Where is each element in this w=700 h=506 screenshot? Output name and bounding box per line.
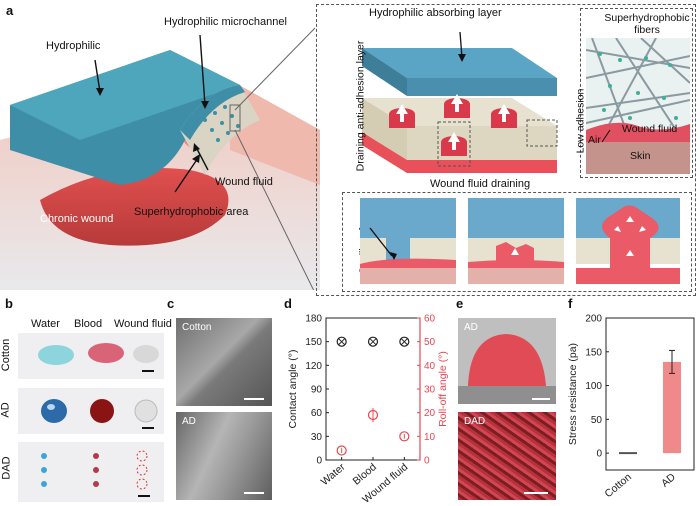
y-axis-label: Contact angle (°) [287,350,299,429]
cotton-droplets [38,343,159,372]
plot-frame [325,317,421,461]
sem-dad: DAD [458,412,556,500]
roll-off-point [336,445,347,456]
y2-tick-label: 50 [424,337,436,348]
label-hydrophilic: Hydrophilic [46,40,101,52]
scale-bar [244,492,264,494]
y-tick-label: 150 [585,347,602,358]
bar-ad [663,361,681,454]
label-fibers: Superhydrophobic fibers [604,12,690,36]
row-dad: DAD [0,456,13,480]
label-draining-layer: Draining anti-adhesion layer [354,40,367,172]
red-droplet [458,334,556,404]
y-tick-label: 90 [311,385,323,396]
sem-cotton-label: Cotton [182,322,212,333]
label-chronic-wound: Chronic wound [40,213,114,225]
y2-tick-label: 20 [424,408,436,419]
point-cross [369,338,377,346]
scale-bar [244,398,264,400]
chronic-wound-area [40,168,229,246]
sem-ad-droplet-label: AD [464,322,478,333]
col-wound-fluid: Wound fluid [114,318,172,330]
y2-tick-label: 40 [424,361,436,372]
draining-sequence-box [342,192,692,292]
bar-cotton [619,452,637,455]
layer-zoom-box [316,4,696,296]
y-tick-label: 180 [305,314,322,325]
panel-d-letter: d [284,296,292,311]
panel-a-letter: a [6,3,14,18]
y-axis-label: Stress resistance (pa) [567,343,579,445]
contact-angle-point [367,336,379,347]
panel-e-letter: e [456,296,464,311]
label-superhydrophobic-area: Superhydrophobic area [134,206,249,218]
label-absorbing-layer: Hydrophilic absorbing layer [369,7,502,19]
label-wound-fluid: Wound fluid [215,176,273,188]
y-tick-label: 200 [585,314,602,325]
y-tick-label: 150 [305,337,322,348]
scale-bar [524,492,548,494]
point-cross [338,338,346,346]
y2-tick-label: 10 [424,432,436,443]
roll-off-point [399,431,410,442]
panel-b-letter: b [5,296,13,311]
draining-sequence [360,198,680,284]
y2-axis-label: Roll-off angle (°) [437,351,449,427]
y2-tick-label: 30 [424,385,436,396]
label-low-adhesion: Low adhesion [574,88,587,154]
y-tick-label: 120 [305,361,322,372]
label-skin: Skin [630,150,651,162]
sem-dad-label: DAD [464,416,486,427]
y-tick-label: 0 [316,456,322,467]
panel-c-letter: c [167,296,175,311]
fiber-inset [586,38,690,174]
label-microchannel: Hydrophilic microchannel [164,16,287,28]
panel-f-letter: f [568,296,573,311]
sem-cotton: Cotton [176,318,272,406]
y-tick-label: 100 [585,381,602,392]
dad-droplets [41,450,150,497]
layer-diagram [362,31,558,173]
label-air: Air [588,134,601,146]
dressing-illustration [0,27,320,290]
contact-angle-point [399,336,410,347]
contact-angle-point [336,336,347,347]
ad-droplets [41,399,158,429]
row-cotton: Cotton [0,338,13,372]
y-tick-label: 30 [311,432,323,443]
y-tick-label: 50 [591,415,603,426]
col-water: Water [31,318,60,330]
label-wound-fluid-inset: Wound fluid [622,123,678,135]
y2-tick-label: 60 [424,314,436,325]
sem-ad-droplet: AD [458,318,556,404]
x-tick-label: AD [659,471,678,490]
col-blood: Blood [74,318,103,330]
y2-tick-label: 0 [424,456,430,467]
label-draining: Wound fluid draining [430,178,531,190]
row-ad: AD [0,402,12,418]
plot-frame [605,317,695,471]
sem-ad: AD [176,412,272,500]
roll-off-point [367,409,379,421]
y-tick-label: 60 [311,408,323,419]
point-cross [400,338,408,346]
fiber-inset-box [580,8,693,178]
y-tick-label: 0 [596,449,602,460]
x-tick-label: Water [319,461,348,488]
scale-bar [532,398,550,400]
sem-ad-label: AD [182,416,196,427]
x-tick-label: Cotton [603,471,635,500]
